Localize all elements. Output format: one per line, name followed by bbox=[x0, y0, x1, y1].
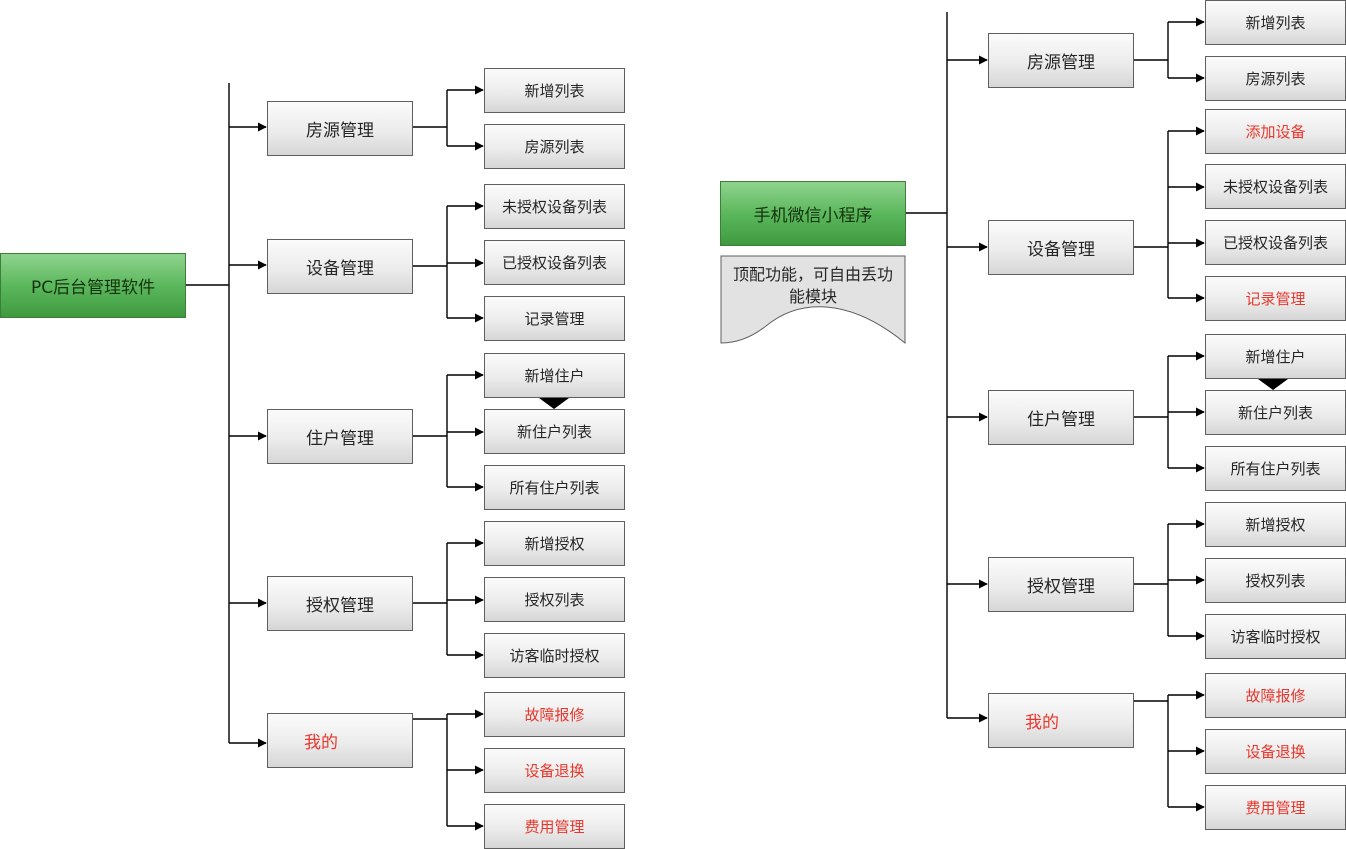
pc-item: 已授权设备列表 bbox=[484, 240, 625, 285]
wechat-module-zhuhu: 住户管理 bbox=[988, 390, 1134, 445]
pc-module-fangyuan: 房源管理 bbox=[267, 101, 413, 156]
pc-module-zhuhu: 住户管理 bbox=[267, 409, 413, 464]
pc-module-shouquan: 授权管理 bbox=[267, 576, 413, 631]
pc-item: 设备退换 bbox=[484, 748, 625, 793]
wechat-item: 所有住户列表 bbox=[1205, 446, 1346, 491]
wechat-item: 访客临时授权 bbox=[1205, 614, 1346, 659]
wechat-item: 新增住户 bbox=[1205, 334, 1346, 379]
wechat-root-node: 手机微信小程序 bbox=[720, 181, 906, 246]
wechat-module-shebei: 设备管理 bbox=[988, 220, 1134, 275]
wechat-module-shouquan: 授权管理 bbox=[988, 557, 1134, 612]
wechat-module-wode: 我的 bbox=[988, 693, 1134, 748]
pc-item: 记录管理 bbox=[484, 296, 625, 341]
wechat-item: 新增列表 bbox=[1205, 0, 1346, 45]
pc-item: 授权列表 bbox=[484, 577, 625, 622]
wechat-item: 设备退换 bbox=[1205, 729, 1346, 774]
wechat-item: 故障报修 bbox=[1205, 673, 1346, 718]
wechat-item: 新住户列表 bbox=[1205, 390, 1346, 435]
pc-item: 新住户列表 bbox=[484, 409, 625, 454]
pc-item: 新增授权 bbox=[484, 521, 625, 566]
pc-item: 新增列表 bbox=[484, 68, 625, 113]
pc-item: 访客临时授权 bbox=[484, 633, 625, 678]
wechat-item: 未授权设备列表 bbox=[1205, 164, 1346, 209]
pc-item: 故障报修 bbox=[484, 692, 625, 737]
pc-item: 所有住户列表 bbox=[484, 465, 625, 510]
wechat-module-fangyuan: 房源管理 bbox=[988, 33, 1134, 88]
pc-root-node: PC后台管理软件 bbox=[0, 253, 186, 318]
wechat-note-text: 顶配功能，可自由丢功能模块 bbox=[732, 265, 893, 306]
wechat-item: 记录管理 bbox=[1205, 276, 1346, 321]
pc-item: 未授权设备列表 bbox=[484, 184, 625, 229]
pc-module-wode: 我的 bbox=[267, 713, 413, 768]
pc-module-shebei: 设备管理 bbox=[267, 239, 413, 294]
wechat-item: 新增授权 bbox=[1205, 502, 1346, 547]
pc-item: 新增住户 bbox=[484, 353, 625, 398]
wechat-item: 授权列表 bbox=[1205, 558, 1346, 603]
wechat-item: 已授权设备列表 bbox=[1205, 220, 1346, 265]
wechat-item: 添加设备 bbox=[1205, 109, 1346, 154]
pc-item: 房源列表 bbox=[484, 124, 625, 169]
